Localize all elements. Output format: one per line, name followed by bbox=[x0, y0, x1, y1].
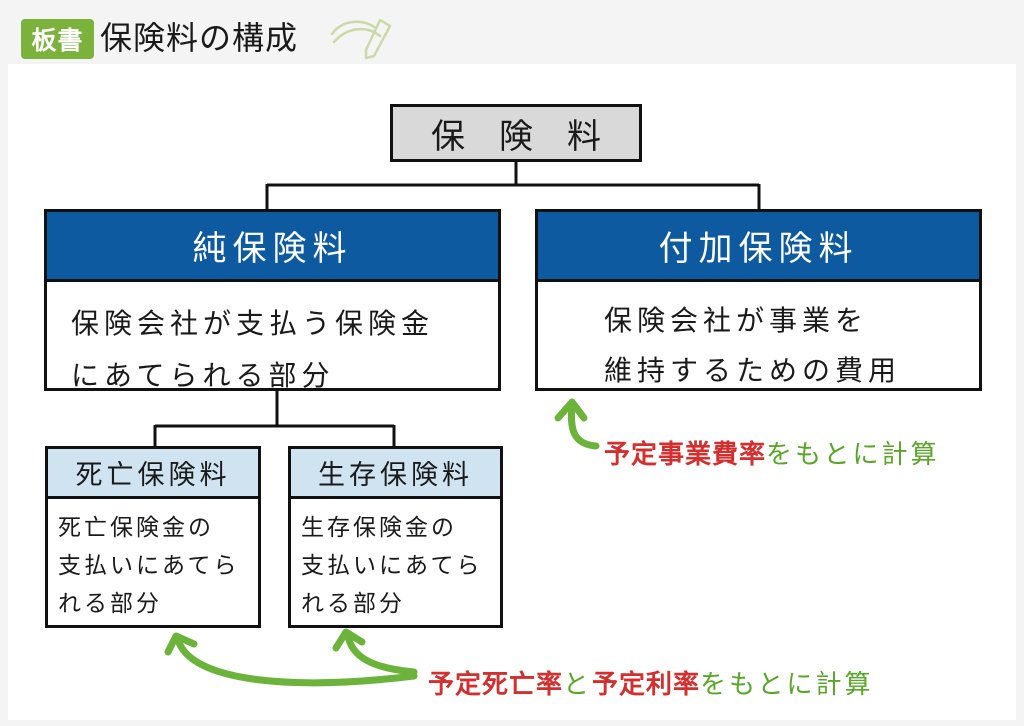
death-premium-line: 死亡保険金の bbox=[58, 515, 214, 541]
loading-note-rest: をもとに計算 bbox=[766, 440, 940, 470]
pure-premium-title: 純保険料 bbox=[47, 212, 498, 282]
death-premium-title: 死亡保険料 bbox=[48, 449, 258, 499]
death-premium-box: 死亡保険料 死亡保険金の 支払いにあてら れる部分 bbox=[45, 446, 261, 628]
loading-premium-line: 保険会社が事業を bbox=[604, 304, 869, 337]
survival-premium-line: れる部分 bbox=[301, 591, 405, 617]
pure-note: 予定死亡率と予定利率をもとに計算 bbox=[428, 664, 874, 701]
pure-note-term2: 予定利率 bbox=[592, 670, 701, 700]
arrow-to-survival-icon bbox=[344, 632, 418, 676]
survival-premium-desc: 生存保険金の 支払いにあてら れる部分 bbox=[291, 499, 500, 623]
root-box: 保険料 bbox=[390, 104, 642, 162]
loading-premium-desc: 保険会社が事業を 維持するための費用 bbox=[538, 282, 979, 396]
death-premium-line: れる部分 bbox=[58, 591, 162, 617]
death-premium-desc: 死亡保険金の 支払いにあてら れる部分 bbox=[48, 499, 258, 623]
loading-premium-box: 付加保険料 保険会社が事業を 維持するための費用 bbox=[535, 209, 982, 391]
death-premium-line: 支払いにあてら bbox=[58, 553, 240, 579]
loading-premium-line: 維持するための費用 bbox=[604, 354, 902, 387]
pure-premium-box: 純保険料 保険会社が支払う保険金 にあてられる部分 bbox=[44, 209, 501, 392]
loading-note: 予定事業費率をもとに計算 bbox=[604, 434, 940, 471]
loading-note-term: 予定事業費率 bbox=[604, 440, 767, 470]
board-badge: 板書 bbox=[21, 19, 94, 59]
survival-premium-box: 生存保険料 生存保険金の 支払いにあてら れる部分 bbox=[288, 446, 503, 628]
pencil-doodle-icon bbox=[330, 18, 392, 60]
arrow-to-death-icon bbox=[174, 636, 418, 687]
pure-premium-line: にあてられる部分 bbox=[71, 359, 335, 392]
pure-note-joiner: と bbox=[563, 670, 593, 700]
survival-premium-title: 生存保険料 bbox=[291, 449, 500, 499]
loading-premium-title: 付加保険料 bbox=[538, 212, 979, 282]
page-title: 保険料の構成 bbox=[100, 19, 299, 57]
survival-premium-line: 生存保険金の bbox=[301, 515, 457, 541]
pure-premium-desc: 保険会社が支払う保険金 にあてられる部分 bbox=[47, 282, 498, 418]
pure-note-rest: をもとに計算 bbox=[700, 670, 874, 700]
pure-premium-line: 保険会社が支払う保険金 bbox=[71, 307, 435, 340]
survival-premium-line: 支払いにあてら bbox=[301, 553, 483, 579]
arrow-to-loading-icon bbox=[567, 400, 600, 450]
pure-note-term1: 予定死亡率 bbox=[428, 670, 564, 700]
